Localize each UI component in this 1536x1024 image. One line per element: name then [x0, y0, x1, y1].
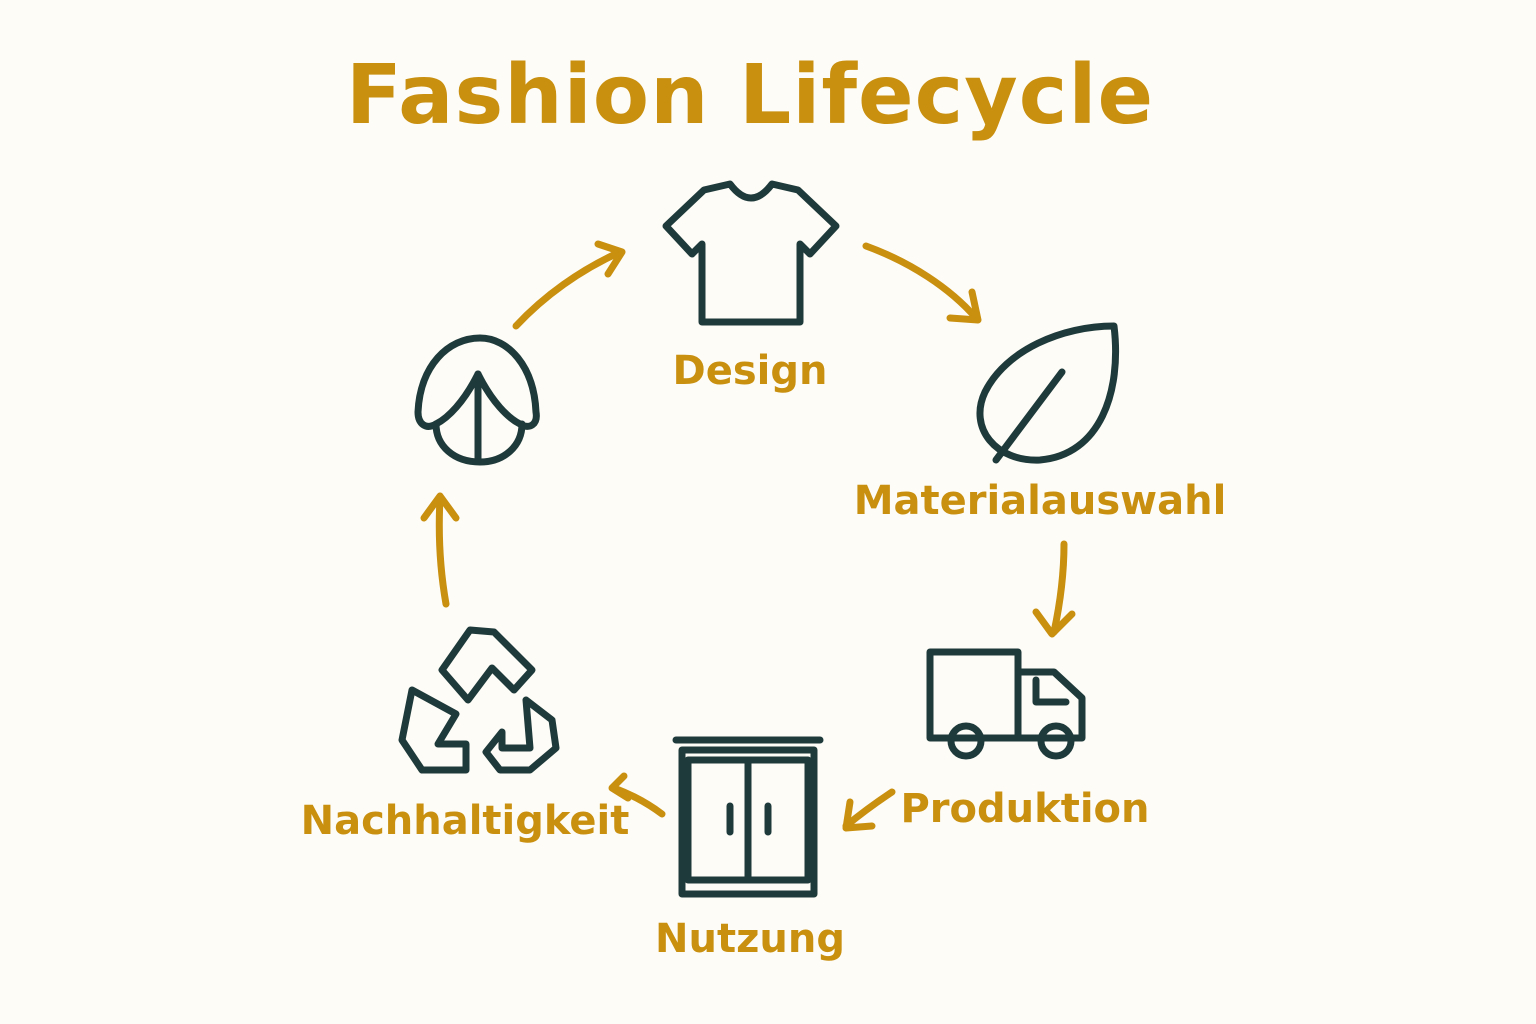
stage-label-nachhaltigkeit: Nachhaltigkeit — [300, 798, 630, 844]
stage-label-materialauswahl: Materialauswahl — [853, 478, 1227, 524]
arrow-nutzung-to-nachhaltigkeit — [608, 772, 666, 818]
wardrobe-icon — [672, 736, 824, 898]
arrow-seed-to-design — [512, 240, 626, 330]
arrow-material-to-produktion — [1032, 540, 1076, 638]
stage-label-nutzung: Nutzung — [655, 916, 845, 962]
truck-icon — [926, 648, 1086, 760]
arrow-nachhaltigkeit-to-seed — [420, 492, 460, 608]
leaf-icon — [976, 322, 1120, 464]
diagram-title: Fashion Lifecycle — [345, 48, 1155, 143]
tshirt-icon — [662, 180, 840, 326]
arrow-design-to-material — [862, 242, 982, 324]
stage-label-produktion: Produktion — [900, 786, 1150, 832]
recycle-icon — [398, 626, 560, 774]
seed-icon — [414, 334, 540, 466]
stage-label-design: Design — [672, 348, 828, 394]
arrow-produktion-to-nutzung — [842, 788, 896, 832]
